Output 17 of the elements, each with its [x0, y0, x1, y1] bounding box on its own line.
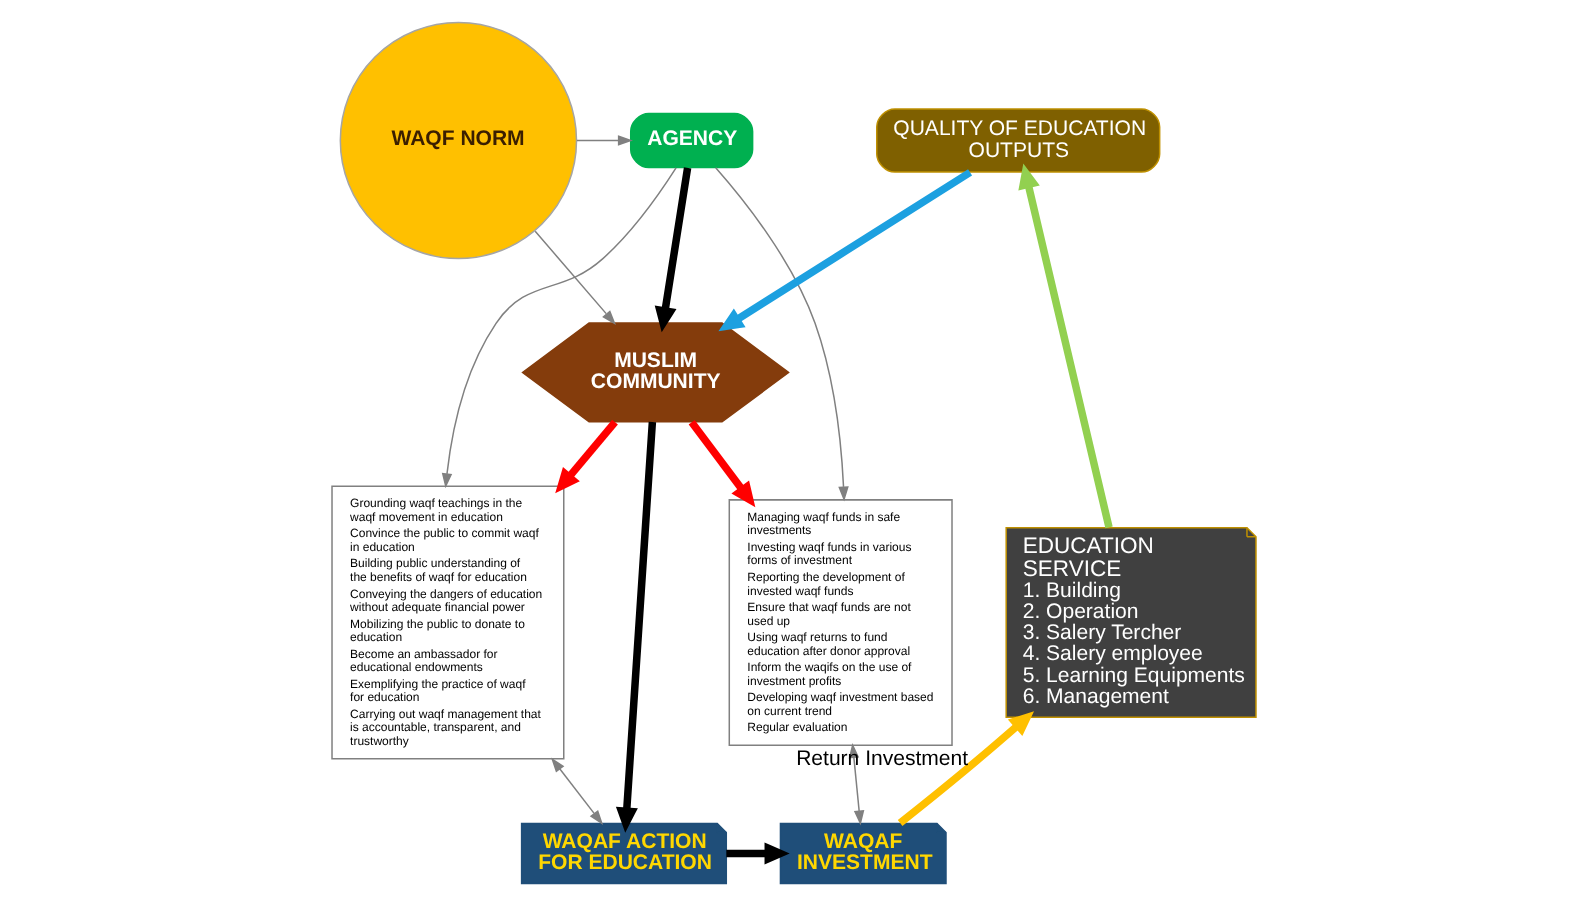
arrow: [654, 167, 692, 333]
arrow: [718, 169, 973, 332]
edge-label: Return Investment: [796, 747, 969, 772]
arrow: [714, 167, 849, 502]
arrow: [897, 711, 1035, 826]
arrow: [441, 167, 677, 489]
arrow: [555, 419, 618, 494]
arrow: [726, 842, 790, 865]
arrow: [1018, 163, 1113, 529]
arrow: [688, 419, 756, 508]
node-box: AGENCY: [630, 112, 754, 169]
arrow: [550, 757, 604, 826]
arrow: [534, 230, 616, 325]
node-box: QUALITY OF EDUCATION OUTPUTS: [876, 108, 1161, 173]
arrow: [615, 421, 657, 833]
arrow: [576, 135, 633, 146]
node-circle: WAQF NORM: [339, 21, 578, 260]
